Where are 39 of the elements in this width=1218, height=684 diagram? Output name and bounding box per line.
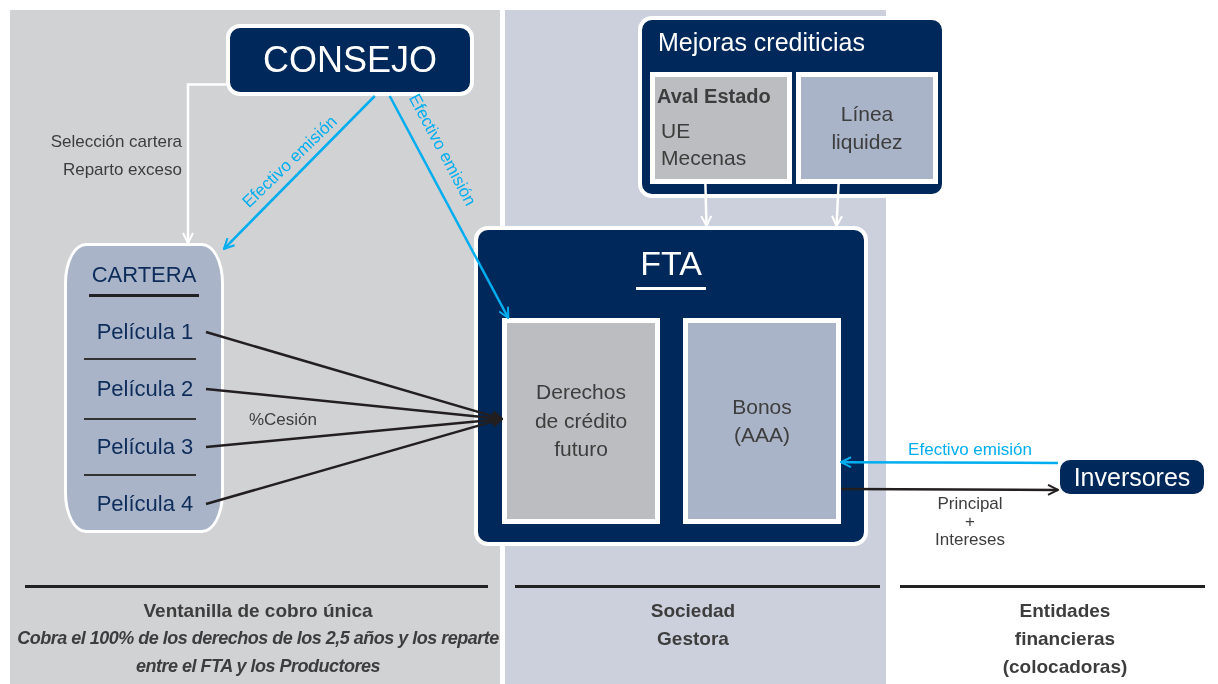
- process-box: [796, 72, 938, 184]
- process-box: [502, 318, 660, 524]
- group-box: [474, 226, 868, 546]
- arrow: [388, 95, 510, 319]
- group-title: FTA: [636, 244, 706, 290]
- list-panel: [64, 243, 224, 533]
- arrow: [205, 387, 503, 424]
- edge-label: Principal + Intereses: [935, 495, 1005, 549]
- edge-label: %Cesión: [249, 410, 317, 430]
- list-heading: CARTERA: [89, 262, 199, 297]
- node-text: Película 4: [96, 491, 194, 517]
- group-title: Mejoras crediticias: [658, 28, 865, 57]
- process-box: [683, 318, 841, 524]
- arrow: [841, 483, 1059, 496]
- edge-label: Efectivo emisión: [908, 440, 1032, 460]
- node-text: Película 3: [96, 434, 194, 460]
- node-text: Derechos de crédito futuro: [533, 379, 629, 463]
- node-text: Línea liquidez: [830, 100, 904, 155]
- node-text: Inversores: [1073, 462, 1191, 492]
- arrow: [840, 456, 1058, 469]
- node-text: UE Mecenas: [661, 118, 748, 171]
- arrow: [223, 95, 376, 250]
- node-text: CONSEJO: [263, 39, 437, 81]
- arrow: [182, 83, 226, 244]
- arrow: [831, 183, 843, 227]
- column-heading: Entidades financieras (colocadoras): [1001, 599, 1129, 679]
- edge-label: Selección cartera Reparto exceso: [49, 131, 182, 181]
- process-box: [650, 72, 792, 184]
- node-text: Bonos (AAA): [731, 393, 793, 448]
- arrow: [205, 413, 503, 449]
- column-heading: Sociedad Gestora: [649, 599, 737, 651]
- column-heading: Ventanilla de cobro única: [142, 599, 374, 623]
- box-heading: Aval Estado: [657, 85, 771, 109]
- column-note: Cobra el 100% de los derechos de los 2,5 años y los reparte entre el FTA y los Productores: [16, 627, 500, 678]
- node-text: Película 1: [96, 319, 194, 345]
- arrow: [205, 415, 503, 506]
- entity-pill: [1058, 458, 1206, 496]
- node-text: Película 2: [96, 376, 194, 402]
- arrow: [700, 183, 713, 227]
